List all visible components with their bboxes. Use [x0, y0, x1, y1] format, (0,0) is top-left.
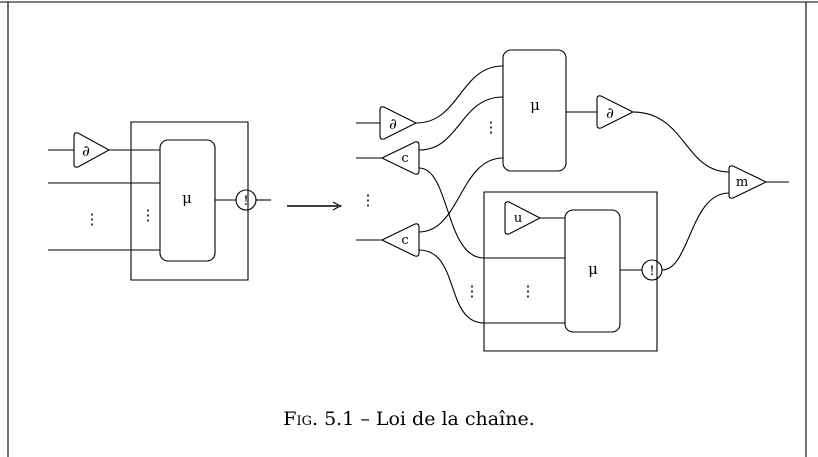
wire-contraction-bottom-to-box — [419, 250, 484, 323]
left-vdots-inner: ⋮ — [141, 206, 156, 224]
wire-contraction-top-to-mu — [419, 97, 503, 150]
top-mu-vdots: ⋮ — [484, 118, 499, 136]
left-derivative-label: ∂ — [82, 142, 90, 160]
right-output-derivative-gate — [597, 96, 633, 128]
left-vdots-outer: ⋮ — [85, 210, 100, 228]
right-output-derivative-label: ∂ — [606, 104, 614, 122]
right-input-derivative-gate — [380, 107, 416, 139]
right-bang-label: ! — [649, 264, 654, 279]
unit-label: u — [514, 211, 522, 226]
wire-derivative-to-m — [633, 112, 729, 172]
unit-gate — [505, 202, 540, 234]
box-inner-vdots: ⋮ — [521, 282, 536, 300]
left-bang-label: ! — [243, 194, 248, 209]
box-outer-vdots: ⋮ — [465, 282, 480, 300]
left-mu-label: μ — [182, 189, 192, 207]
right-promotion-box — [484, 192, 657, 351]
left-derivative-gate — [74, 133, 109, 167]
figure-caption: Fig. 5.1 – Loi de la chaîne. — [0, 408, 818, 430]
figure-caption-prefix: Fig. — [283, 408, 319, 430]
contraction-gate-top — [382, 142, 419, 174]
wire-contraction-top-to-box — [419, 168, 484, 258]
right-input-derivative-label: ∂ — [389, 115, 397, 133]
wire-contraction-bottom-to-mu — [419, 158, 503, 232]
contraction-bottom-label: c — [401, 233, 408, 248]
bottom-mu-label: μ — [588, 260, 598, 278]
left-promotion-box — [131, 122, 248, 280]
right-input-vdots: ⋮ — [361, 191, 376, 209]
right-mu-box-bottom — [565, 210, 620, 332]
contraction-gate-bottom — [382, 224, 419, 256]
transformation-arrow-head — [333, 202, 341, 210]
contraction-top-label: c — [401, 151, 408, 166]
right-mu-box-top — [503, 50, 566, 171]
figure-caption-text: 5.1 – Loi de la chaîne. — [324, 408, 535, 430]
wire-bang-to-m — [662, 193, 729, 270]
multiplication-label: m — [736, 175, 748, 190]
top-mu-label: μ — [530, 96, 540, 114]
wire-derivative-to-mu — [416, 66, 503, 123]
